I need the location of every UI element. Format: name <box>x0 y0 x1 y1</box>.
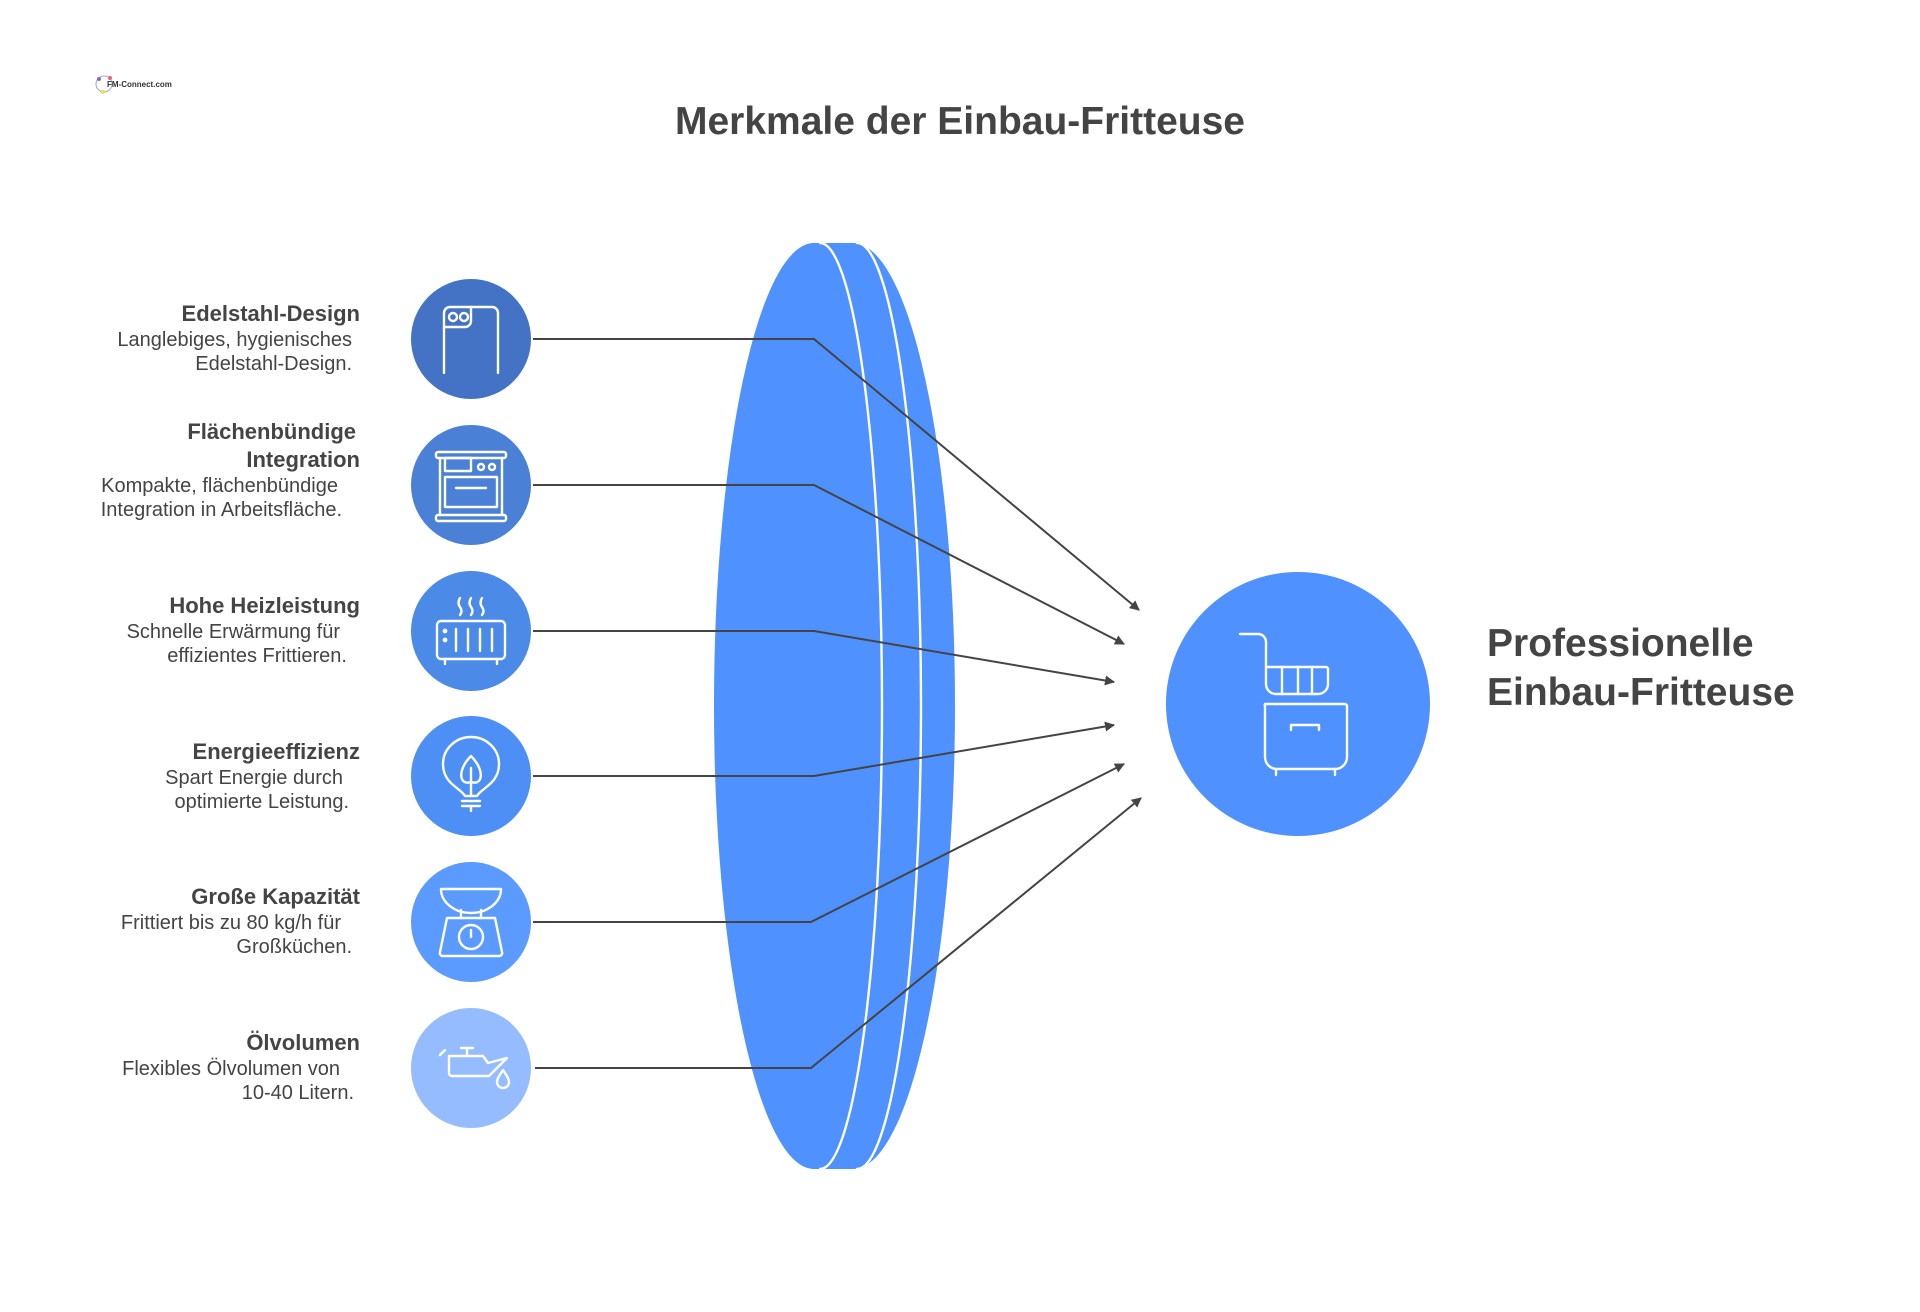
feature-title: Große Kapazität <box>191 884 360 909</box>
feature-desc: Edelstahl-Design. <box>195 353 352 375</box>
oven-icon <box>434 450 508 523</box>
page-title: Merkmale der Einbau-Fritteuse <box>675 100 1245 143</box>
feature-title: Flächenbündige <box>187 419 356 444</box>
eco-bulb-icon <box>441 735 501 813</box>
feature-desc: Flexibles Ölvolumen von <box>122 1058 340 1080</box>
feature-desc: Spart Energie durch <box>165 767 343 789</box>
feature-circle <box>411 571 531 691</box>
feature-title: Ölvolumen <box>246 1030 360 1055</box>
feature-desc: Integration in Arbeitsfläche. <box>101 499 342 521</box>
result-node: Professionelle Einbau-Fritteuse <box>1166 572 1795 836</box>
feature-oelvolumen: Ölvolumen Flexibles Ölvolumen von 10-40 … <box>122 1008 531 1128</box>
logo-text: FM-Connect.com <box>107 80 172 89</box>
feature-desc: Langlebiges, hygienisches <box>117 329 352 351</box>
oil-can-icon <box>438 1046 511 1090</box>
stainless-panel-icon <box>442 305 500 375</box>
feature-grosse-kapazitaet: Große Kapazität Frittiert bis zu 80 kg/h… <box>121 862 531 982</box>
connectors <box>533 338 1142 1069</box>
feature-flaechenbuendige-integration: Flächenbündige Integration Kompakte, flä… <box>101 419 531 545</box>
feature-title: Hohe Heizleistung <box>169 593 360 618</box>
feature-circle <box>411 1008 531 1128</box>
result-title: Einbau-Fritteuse <box>1487 671 1795 714</box>
feature-desc: Großküchen. <box>236 936 352 958</box>
feature-energieeffizienz: Energieeffizienz Spart Energie durch opt… <box>165 716 531 836</box>
scale-icon <box>438 887 504 958</box>
feature-desc: optimierte Leistung. <box>174 791 349 813</box>
feature-desc: 10-40 Litern. <box>242 1082 354 1104</box>
feature-desc: Kompakte, flächenbündige <box>101 475 338 497</box>
feature-circle <box>411 279 531 399</box>
lens <box>714 241 955 1171</box>
heater-icon <box>435 596 507 666</box>
feature-desc: Frittiert bis zu 80 kg/h für <box>121 912 341 934</box>
feature-edelstahl-design: Edelstahl-Design Langlebiges, hygienisch… <box>117 279 531 399</box>
logo: FM-Connect.com <box>95 75 172 94</box>
feature-circle <box>411 862 531 982</box>
fryer-icon <box>1238 632 1349 777</box>
result-title: Professionelle <box>1487 622 1754 665</box>
feature-desc: effizientes Frittieren. <box>167 645 347 667</box>
feature-hohe-heizleistung: Hohe Heizleistung Schnelle Erwärmung für… <box>127 571 531 691</box>
feature-desc: Schnelle Erwärmung für <box>127 621 341 643</box>
feature-title: Integration <box>246 447 360 472</box>
feature-title: Energieeffizienz <box>193 739 360 764</box>
feature-title: Edelstahl-Design <box>182 301 360 326</box>
feature-circle <box>411 425 531 545</box>
